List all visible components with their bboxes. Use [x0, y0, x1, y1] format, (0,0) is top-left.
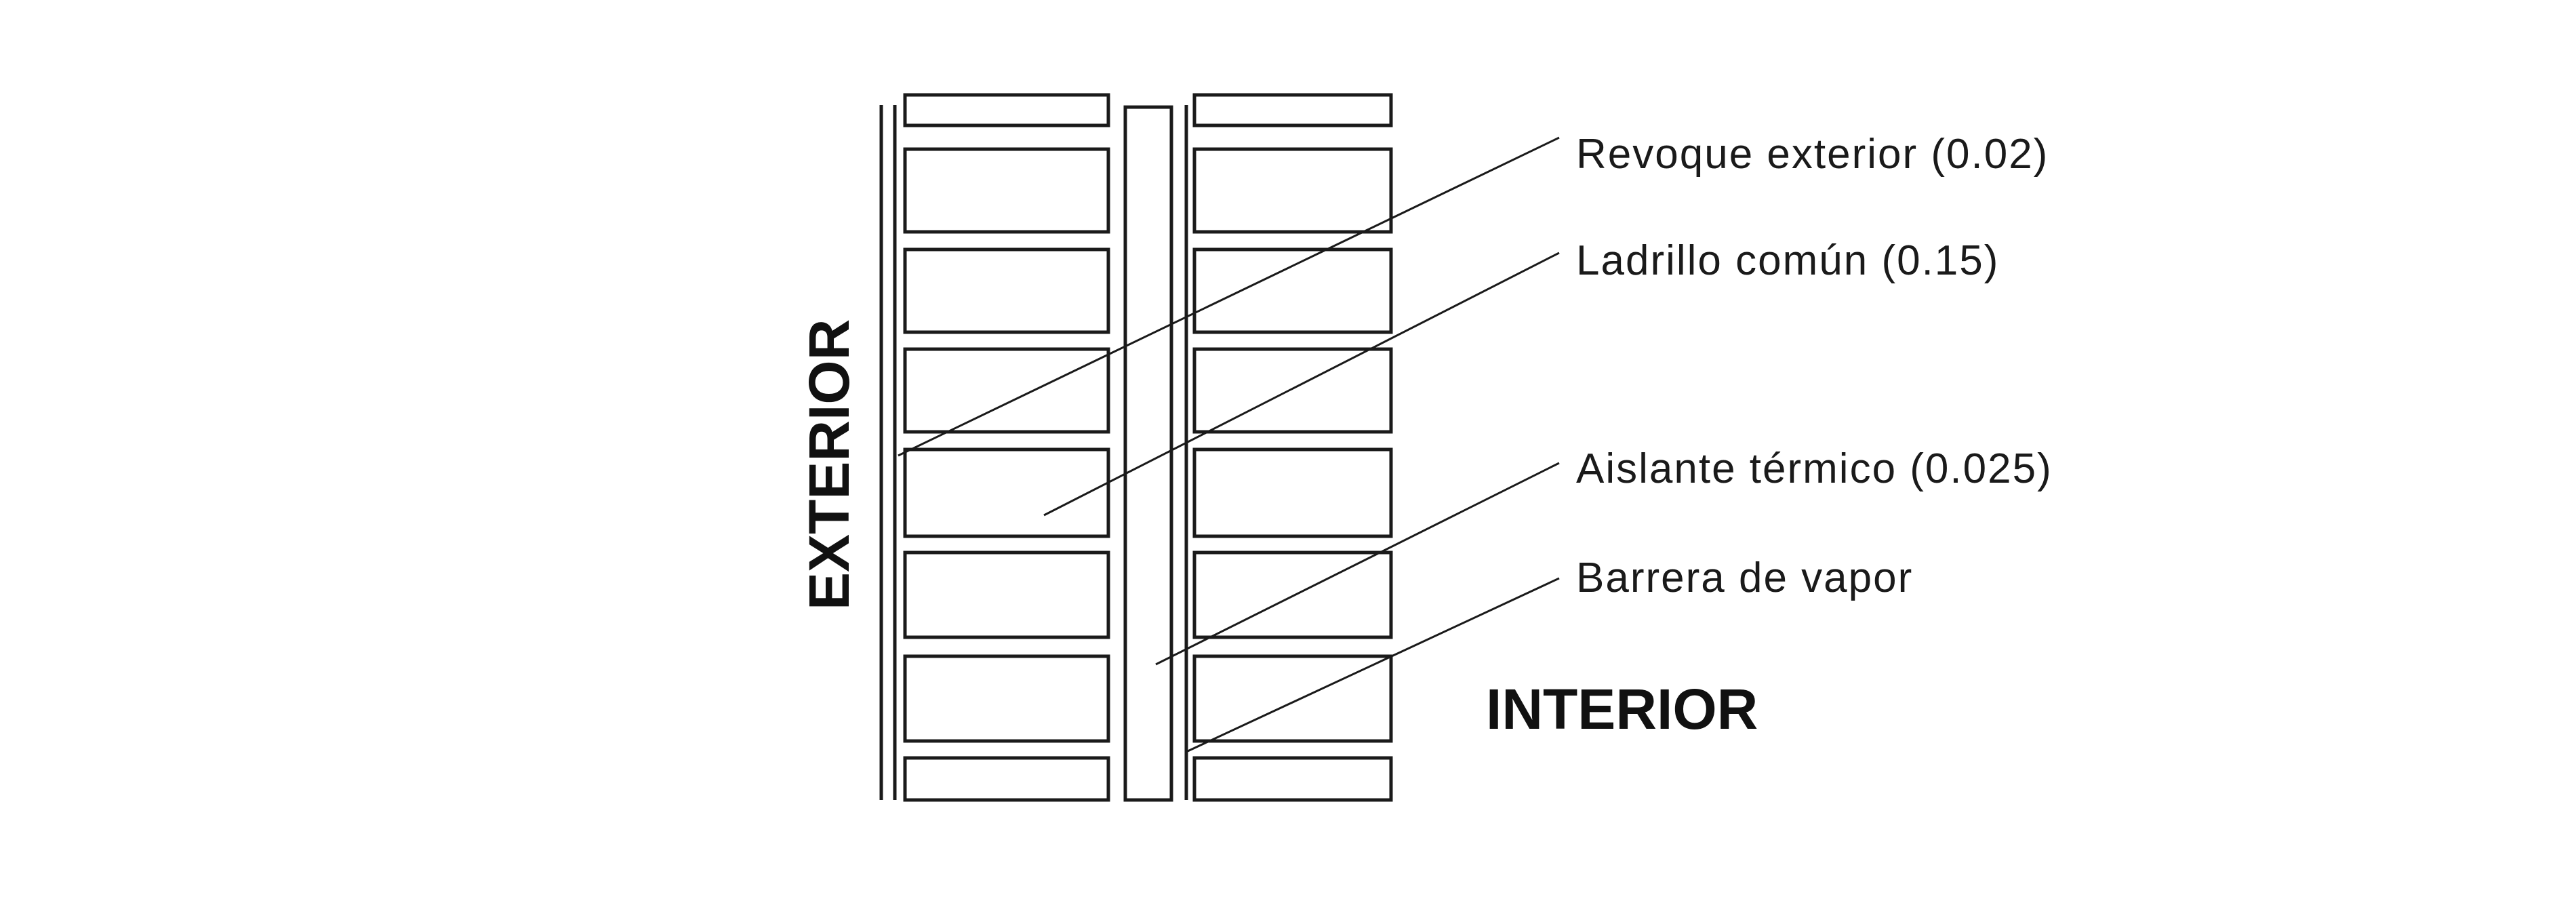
- brick: [1192, 447, 1393, 538]
- left-brick-column: [903, 93, 1110, 802]
- brick: [903, 93, 1110, 127]
- brick: [903, 654, 1110, 743]
- brick: [1192, 93, 1393, 127]
- brick: [903, 756, 1110, 802]
- brick: [1192, 247, 1393, 334]
- brick: [903, 247, 1110, 334]
- leader-revoque: [898, 136, 1560, 457]
- brick: [1192, 347, 1393, 434]
- brick: [1192, 756, 1393, 802]
- right-brick-column: [1192, 93, 1393, 802]
- brick: [1192, 147, 1393, 234]
- brick: [1192, 654, 1393, 743]
- leader-lines: [898, 136, 1560, 753]
- brick: [903, 147, 1110, 234]
- label-exterior: EXTERIOR: [797, 319, 861, 610]
- label-barrera-de-vapor: Barrera de vapor: [1576, 555, 1913, 601]
- brick: [903, 347, 1110, 434]
- label-interior: INTERIOR: [1486, 677, 1758, 741]
- label-ladrillo-comun: Ladrillo común (0.15): [1576, 237, 1999, 284]
- brick: [903, 550, 1110, 639]
- insulation-layer: [1123, 105, 1188, 802]
- brick: [903, 447, 1110, 538]
- label-revoque-exterior: Revoque exterior (0.02): [1576, 131, 2049, 178]
- label-aislante-termico: Aislante térmico (0.025): [1576, 445, 2053, 492]
- exterior-render-lines: [879, 105, 897, 800]
- leader-aislante: [1155, 462, 1560, 666]
- leader-barrera: [1187, 577, 1560, 753]
- leader-ladrillo: [1043, 252, 1560, 517]
